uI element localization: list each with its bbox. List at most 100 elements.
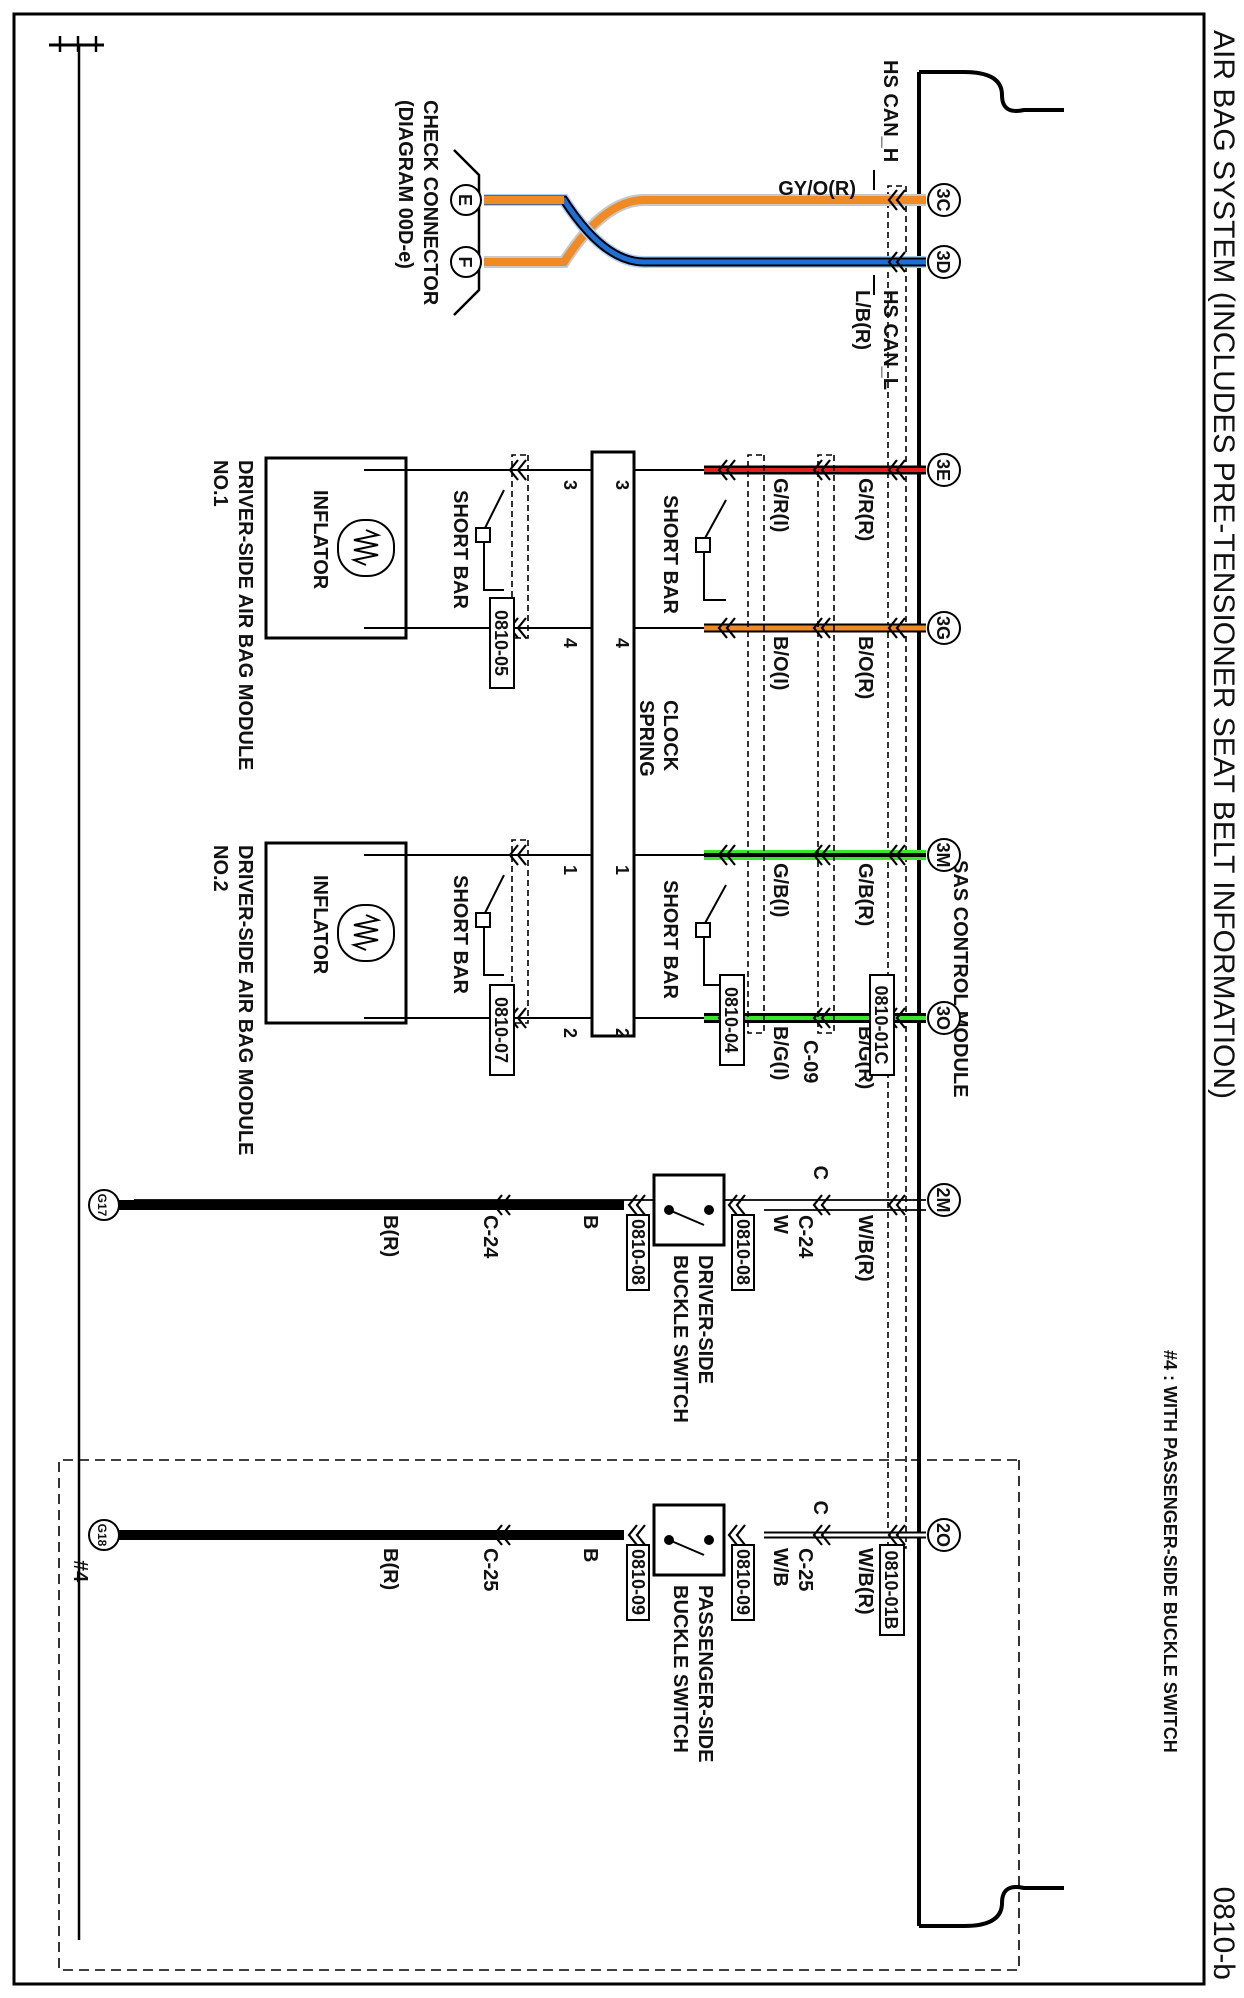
pin-3g: 3G bbox=[927, 611, 961, 645]
airbag1-short-bar-contact bbox=[475, 527, 491, 543]
wire-label-bo-i: B/O(I) bbox=[769, 636, 791, 690]
svg-text:2O: 2O bbox=[933, 1523, 953, 1547]
airbag2-short-bar-contact bbox=[475, 912, 491, 928]
airbag-wires: G/R(R) G/R(I) B/O(R) B/O(I) G/B(R) G/B(I… bbox=[394, 454, 926, 1089]
svg-text:3M: 3M bbox=[933, 842, 953, 867]
passenger-buckle-switch bbox=[652, 1503, 726, 1577]
pin-2m: 2M bbox=[927, 1183, 961, 1217]
pin-3o: 3O bbox=[927, 1001, 961, 1035]
driver-buckle-switch bbox=[652, 1173, 726, 1247]
svg-text:G17: G17 bbox=[95, 1194, 109, 1217]
short-bar-contact-2 bbox=[695, 922, 711, 938]
svg-text:4: 4 bbox=[612, 638, 632, 648]
tag-0810-04: 0810-04 bbox=[721, 987, 741, 1053]
svg-text:1: 1 bbox=[612, 865, 632, 875]
wire-label-wb: W/B bbox=[769, 1548, 791, 1587]
short-bar-label-1: SHORT BAR bbox=[659, 495, 681, 614]
tag-0810-05: 0810-05 bbox=[491, 610, 511, 676]
svg-text:G18: G18 bbox=[95, 1524, 109, 1547]
pass-buckle-label-2: BUCKLE SWITCH bbox=[669, 1585, 691, 1753]
pin-3e: 3E bbox=[927, 453, 961, 487]
wire-label-bo-r: B/O(R) bbox=[854, 636, 876, 699]
svg-text:3: 3 bbox=[560, 480, 580, 490]
check-pin-e bbox=[450, 184, 482, 216]
airbag1-label-1: DRIVER-SIDE AIR BAG MODULE bbox=[234, 460, 256, 770]
wire-label-br-1: B(R) bbox=[379, 1215, 401, 1257]
pin-3d: 3D bbox=[927, 245, 961, 279]
wire-label-gb-i: G/B(I) bbox=[769, 863, 791, 917]
hs-can-l-label: HS CAN_L bbox=[879, 290, 901, 390]
wire-label-bg-i: B/G(I) bbox=[769, 1026, 791, 1080]
driver-buckle-label-1: DRIVER-SIDE bbox=[694, 1255, 716, 1384]
wire-label-gr-r: G/R(R) bbox=[854, 478, 876, 541]
clock-spring: CLOCK SPRING 3 4 1 2 3 4 1 2 bbox=[560, 450, 681, 1038]
svg-text:3O: 3O bbox=[933, 1006, 953, 1030]
check-connector-ref: (DIAGRAM 00D-e) bbox=[394, 100, 416, 269]
check-pin-f bbox=[450, 246, 482, 278]
short-bar-label-2: SHORT BAR bbox=[659, 880, 681, 999]
connector-c25-lower: C-25 bbox=[479, 1548, 501, 1591]
hs-can-wires: GY/O(R) L/B(R) HS CAN_H HS CAN_L bbox=[484, 60, 926, 390]
wire-label-lb: L/B(R) bbox=[851, 290, 873, 350]
svg-text:3G: 3G bbox=[933, 616, 953, 640]
driver-buckle-circuit: W/B(R) C-24 C W DRIVER-SIDE BUCKLE SWITC… bbox=[88, 1166, 926, 1423]
svg-text:3D: 3D bbox=[933, 250, 953, 273]
wire-label-gyo: GY/O(R) bbox=[778, 178, 856, 200]
svg-text:4: 4 bbox=[560, 638, 580, 648]
svg-text:2: 2 bbox=[612, 1028, 632, 1038]
svg-text:F: F bbox=[455, 257, 475, 268]
tag-0810-08-lower: 0810-08 bbox=[628, 1219, 648, 1285]
wire-label-gb-r: G/B(R) bbox=[854, 863, 876, 926]
airbag-module-1: SHORT BAR INFLATOR 0810-05 DRIVER-SIDE A… bbox=[209, 454, 529, 770]
clock-spring-label-1: CLOCK bbox=[659, 700, 681, 772]
wire-label-wb-r-2: W/B(R) bbox=[854, 1548, 876, 1615]
diagram-title: AIR BAG SYSTEM (INCLUDES PRE-TENSIONER S… bbox=[1207, 30, 1240, 1099]
inflator-label-1: INFLATOR bbox=[309, 490, 331, 590]
airbag-module-2: SHORT BAR INFLATOR 0810-07 DRIVER-SIDE A… bbox=[209, 839, 529, 1155]
clock-spring-label-2: SPRING bbox=[635, 700, 657, 777]
footnote: #4 : WITH PASSENGER-SIDE BUCKLE SWITCH bbox=[1160, 1350, 1180, 1753]
ground-g17 bbox=[88, 1189, 120, 1221]
ground-bus bbox=[49, 36, 104, 1940]
pin-3m: 3M bbox=[927, 838, 961, 872]
ground-g18 bbox=[88, 1519, 120, 1551]
svg-text:3E: 3E bbox=[933, 459, 953, 481]
inflator-label-2: INFLATOR bbox=[309, 875, 331, 975]
short-bar-label-4: SHORT BAR bbox=[449, 875, 471, 994]
pin-2o: 2O bbox=[927, 1518, 961, 1552]
airbag2-label-2: NO.2 bbox=[209, 845, 231, 892]
wire-label-b-1: B bbox=[579, 1215, 601, 1229]
driver-buckle-label-2: BUCKLE SWITCH bbox=[669, 1255, 691, 1423]
check-connector-label: CHECK CONNECTOR bbox=[419, 100, 441, 306]
wire-label-w: W bbox=[769, 1215, 791, 1234]
short-bar-label-3: SHORT BAR bbox=[449, 490, 471, 609]
svg-text:C: C bbox=[809, 1166, 831, 1180]
wire-label-b-2: B bbox=[579, 1548, 601, 1562]
connector-c24-lower: C-24 bbox=[479, 1215, 501, 1259]
airbag1-label-2: NO.1 bbox=[209, 460, 231, 507]
connector-c09: C-09 bbox=[799, 1040, 821, 1083]
tag-0810-01b: 0810-01B bbox=[881, 1550, 901, 1629]
svg-text:3C: 3C bbox=[933, 188, 953, 211]
svg-text:C: C bbox=[809, 1501, 831, 1515]
page-code: 0810-b bbox=[1207, 1887, 1240, 1980]
airbag2-label-1: DRIVER-SIDE AIR BAG MODULE bbox=[234, 845, 256, 1155]
check-connector: E F CHECK CONNECTOR (DIAGRAM 00D-e) bbox=[394, 100, 482, 316]
pin-3c: 3C bbox=[927, 183, 961, 217]
module-connector-outline bbox=[887, 185, 907, 1549]
tag-0810-08-upper: 0810-08 bbox=[733, 1219, 753, 1285]
wire-label-wb-r-1: W/B(R) bbox=[854, 1215, 876, 1282]
sas-control-module: SAS CONTROL MODULE bbox=[917, 70, 1064, 1928]
tag-0810-09-lower: 0810-09 bbox=[628, 1549, 648, 1615]
tag-0810-07: 0810-07 bbox=[491, 997, 511, 1063]
svg-text:2M: 2M bbox=[933, 1187, 953, 1212]
outer-frame bbox=[12, 12, 1206, 1986]
connector-c24-upper: C-24 bbox=[794, 1215, 816, 1259]
passenger-buckle-circuit: W/B(R) C-25 C W/B PASSENGER-SIDE BUCKLE … bbox=[58, 1459, 1020, 1971]
hs-can-h-label: HS CAN_H bbox=[879, 60, 901, 162]
connector-c25-upper: C-25 bbox=[794, 1548, 816, 1591]
wire-label-gr-i: G/R(I) bbox=[769, 478, 791, 532]
